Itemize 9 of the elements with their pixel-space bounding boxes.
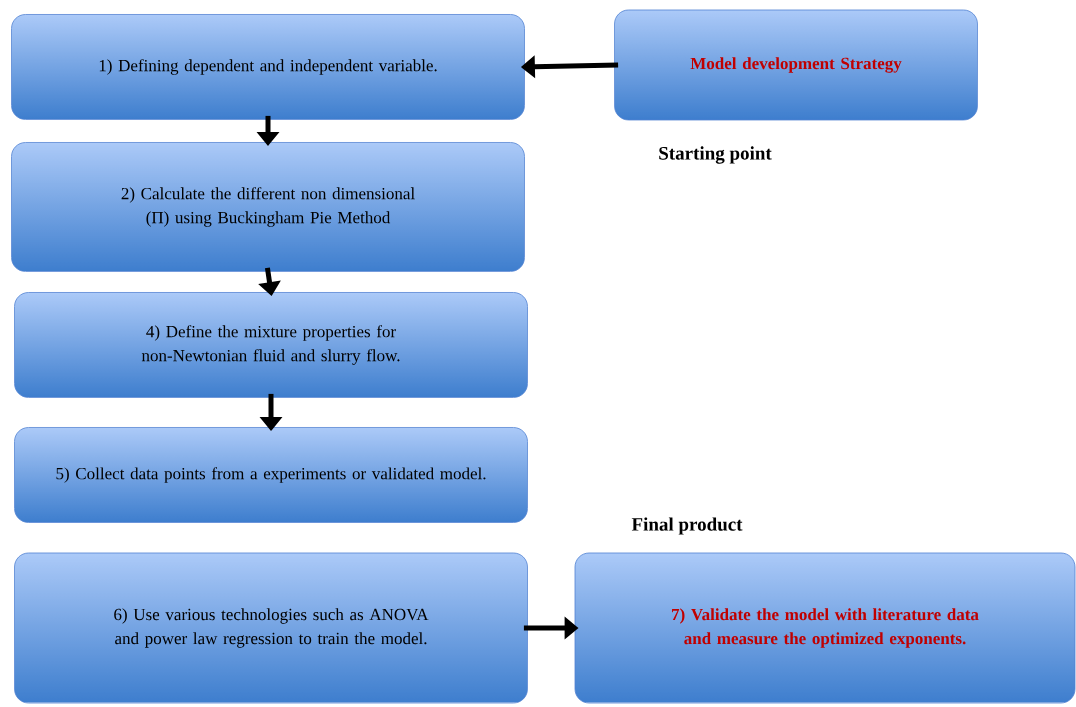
process-box: 5) Collect data points from a experiments or validated model. <box>14 427 528 523</box>
process-box: 1) Defining dependent and independent variable. <box>11 14 525 120</box>
box-caption: Starting point <box>659 146 772 164</box>
process-box: 2) Calculate the different non dimensional (Π) using Buckingham Pie Method <box>11 142 525 272</box>
highlight-box: 7) Validate the model with literature data and measure the optimized exponents. <box>574 552 1076 704</box>
process-box: 4) Define the mixture properties for non-Newtonian fluid and slurry flow. <box>14 292 528 398</box>
highlight-box: Model development Strategy <box>614 9 978 121</box>
process-box: 6) Use various technologies such as ANOVA and power law regression to train the model. <box>14 552 528 704</box>
box-caption: Final product <box>631 517 743 535</box>
